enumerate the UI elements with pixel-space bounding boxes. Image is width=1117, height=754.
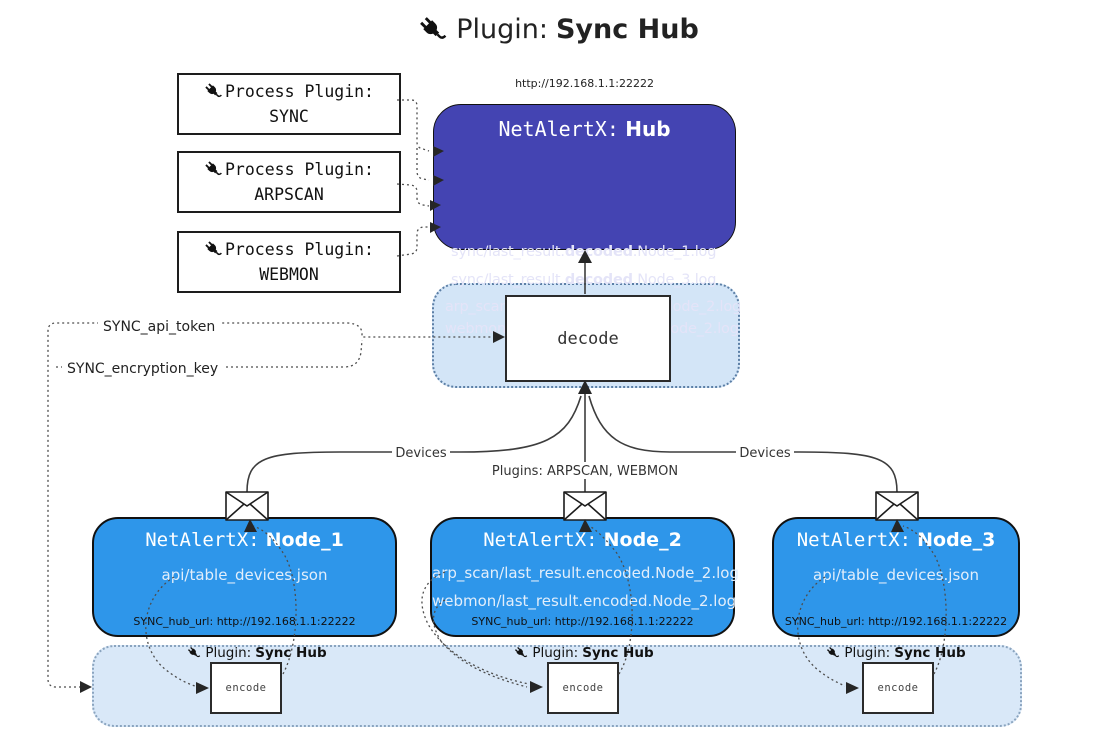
encode-plugin-label: Plugin:Sync Hub [494, 644, 674, 662]
encode-plugin-label: Plugin:Sync Hub [167, 644, 347, 662]
page-title-label: Plugin: [456, 14, 548, 45]
plug-icon [204, 82, 223, 101]
hub-title-name: Hub [625, 117, 671, 141]
envelope-icon-node2 [563, 491, 607, 521]
process-plugin-arpscan-box: Process Plugin: ARPSCAN [177, 151, 401, 213]
label-bg [392, 444, 450, 460]
node-title: NetAlertX: Node_3 [796, 529, 996, 551]
label-bg [501, 462, 669, 479]
hub-log-line: sync/last_result.decoded.Node_3.log [451, 272, 717, 288]
envelope-icon-node3 [875, 491, 919, 521]
label-bg [62, 358, 226, 376]
hub-log-line: sync/last_result.decoded.Node_1.log [451, 244, 717, 260]
process-plugin-label: Process Plugin: [224, 240, 374, 259]
plug-icon [514, 646, 528, 660]
node-title: NetAlertX: Node_1 [145, 529, 344, 551]
edge-sync-to-hub [397, 99, 430, 152]
edge-label-devices-right: Devices [739, 446, 790, 461]
process-plugin-webmon-box: Process Plugin: WEBMON [177, 231, 401, 293]
process-plugin-name: SYNC [269, 107, 309, 126]
envelope-icon-node1 [225, 491, 269, 521]
encode-box-2: encode [547, 662, 619, 714]
process-plugin-label: Process Plugin: [224, 82, 374, 101]
process-plugin-label: Process Plugin: [224, 160, 374, 179]
edge-sync-to-hub-branch [416, 148, 430, 181]
encode-plugin-label: Plugin:Sync Hub [806, 644, 986, 662]
decode-box: decode [505, 295, 671, 382]
process-plugin-sync-box: Process Plugin: SYNC [177, 73, 401, 135]
process-plugin-name: ARPSCAN [254, 185, 324, 204]
node-file: api/table_devices.json [161, 566, 328, 584]
plug-icon [187, 646, 201, 660]
node-file: arp_scan/last_result.encoded.Node_2.log [432, 564, 739, 582]
edge-node3-to-decode [588, 395, 898, 493]
arrowhead [80, 681, 92, 693]
label-sync-api-token: SYNC_api_token [103, 319, 215, 335]
process-plugin-name: WEBMON [259, 265, 319, 284]
edge-label-devices-left: Devices [395, 446, 446, 461]
edge-arpscan-to-hub [396, 183, 430, 207]
plug-icon [204, 160, 223, 179]
node-hub-url: SYNC_hub_url: http://192.168.1.1:22222 [471, 615, 694, 628]
node-title: NetAlertX: Node_2 [483, 529, 682, 551]
page-title-name: Sync Hub [555, 14, 699, 45]
plug-icon [826, 646, 840, 660]
hub-url-label: http://192.168.1.1:22222 [515, 77, 654, 90]
label-bg [736, 444, 794, 460]
node-2-box: NetAlertX: Node_2 arp_scan/last_result.e… [430, 517, 739, 637]
hub-title: NetAlertX: Hub [434, 117, 735, 141]
node-file: api/table_devices.json [813, 566, 979, 584]
node-1-box: NetAlertX: Node_1 api/table_devices.json… [92, 517, 397, 637]
plug-icon [418, 15, 448, 45]
decode-label: decode [557, 328, 619, 349]
hub-title-prefix: NetAlertX: [498, 117, 619, 141]
node-hub-url: SYNC_hub_url: http://192.168.1.1:22222 [784, 615, 1008, 628]
edge-webmon-to-hub [396, 226, 429, 257]
label-sync-encryption-key: SYNC_encryption_key [67, 361, 218, 377]
node-3-box: NetAlertX: Node_3 api/table_devices.json… [772, 517, 1020, 637]
node-hub-url: SYNC_hub_url: http://192.168.1.1:22222 [133, 615, 356, 628]
page-title: Plugin: Sync Hub [0, 14, 1117, 45]
encode-box-3: encode [862, 662, 934, 714]
encode-box-1: encode [210, 662, 282, 714]
edge-node1-to-decode [246, 395, 582, 493]
edge-encryption-key [56, 339, 363, 368]
node-file: webmon/last_result.encoded.Node_2.log [432, 592, 737, 610]
hub-box: NetAlertX: Hub sync/last_result.decoded.… [433, 104, 741, 337]
plug-icon [204, 240, 223, 259]
label-bg [98, 317, 222, 334]
edge-label-plugins: Plugins: ARPSCAN, WEBMON [492, 464, 678, 479]
